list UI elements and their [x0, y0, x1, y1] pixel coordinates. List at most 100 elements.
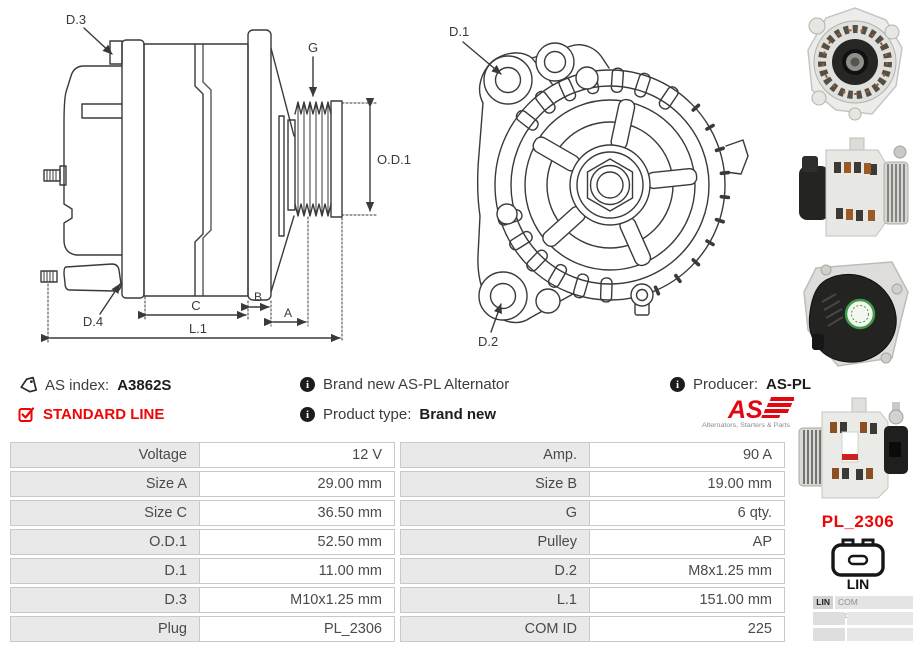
- spec-label: G: [400, 500, 590, 526]
- product-description: Brand new AS-PL Alternator: [323, 376, 510, 393]
- com-row-label: LIN: [813, 596, 833, 609]
- dim-label-d3: D.3: [66, 12, 86, 27]
- producer-label: Producer:: [693, 376, 759, 393]
- table-row: Plug PL_2306: [10, 616, 395, 642]
- product-photo-side-right: [799, 137, 909, 237]
- spec-label: O.D.1: [10, 529, 200, 555]
- spec-label: D.2: [400, 558, 590, 584]
- product-type-label: Product type:: [323, 406, 412, 423]
- plug-type-label: LIN: [846, 576, 870, 592]
- rear-flange: [121, 39, 145, 299]
- shaft: [270, 47, 295, 293]
- d3-stud: [109, 40, 123, 65]
- product-photo-side-left: [798, 397, 908, 499]
- description-row: i Brand new AS-PL Alternator: [300, 376, 509, 393]
- com-row-label: [813, 612, 845, 625]
- com-row-value: [847, 628, 913, 641]
- spec-value: 12 V: [200, 442, 395, 468]
- dim-label-b: B: [254, 290, 262, 304]
- spec-label: Amp.: [400, 442, 590, 468]
- com-row: LIN COM Communication: [813, 596, 913, 620]
- as-index-label: AS index:: [45, 377, 110, 394]
- side-view-diagram: G O.D.1 C B A L.1 D.3 D.4: [40, 12, 411, 343]
- spec-label: Plug: [10, 616, 200, 642]
- spec-label: Pulley: [400, 529, 590, 555]
- producer-value: AS-PL: [766, 376, 812, 393]
- as-pl-logo-caption: Alternators, Starters & Parts: [702, 422, 790, 429]
- table-row: D.1 11.00 mm: [10, 558, 395, 584]
- com-row-value: COM Communication: [835, 596, 913, 620]
- spec-label: Size A: [10, 471, 200, 497]
- dim-label-g: G: [308, 40, 318, 55]
- product-photo-front: [807, 7, 903, 121]
- spec-label: Size B: [400, 471, 590, 497]
- dim-label-d4: D.4: [83, 314, 103, 329]
- front-bracket: [247, 29, 272, 301]
- spec-value: 52.50 mm: [200, 529, 395, 555]
- table-row: Size C 36.50 mm: [10, 500, 395, 526]
- com-row-label: [813, 628, 845, 641]
- com-row-empty: [813, 612, 913, 625]
- com-row-value: [847, 612, 913, 625]
- dim-bottom: C B A L.1: [40, 216, 343, 343]
- table-row: Size A 29.00 mm: [10, 471, 395, 497]
- dim-od1: O.D.1: [341, 97, 411, 216]
- table-row: D.2 M8x1.25 mm: [400, 558, 785, 584]
- spec-label: COM ID: [400, 616, 590, 642]
- front-view-diagram: D.1 D.2: [449, 24, 749, 349]
- pulley-face: [524, 98, 698, 271]
- as-index-row: AS index: A3862S: [18, 376, 171, 395]
- spec-value: PL_2306: [200, 616, 395, 642]
- spec-label: D.1: [10, 558, 200, 584]
- dim-label-a: A: [284, 306, 292, 320]
- spec-table-right: Amp. 90 A Size B 19.00 mm G 6 qty. Pulle…: [400, 442, 785, 642]
- rear-cover-outline: [63, 65, 123, 256]
- table-row: Pulley AP: [400, 529, 785, 555]
- spec-label: D.3: [10, 587, 200, 613]
- body-outline: [143, 43, 249, 297]
- rim-teeth: [653, 103, 731, 296]
- spec-value: 29.00 mm: [200, 471, 395, 497]
- spec-value: 11.00 mm: [200, 558, 395, 584]
- spec-value: 90 A: [590, 442, 785, 468]
- dim-label-l1: L.1: [189, 321, 207, 336]
- standard-line-row: STANDARD LINE: [18, 406, 164, 423]
- spec-value: AP: [590, 529, 785, 555]
- as-pl-logo-text: AS: [727, 396, 763, 424]
- checkbox-checked-icon: [18, 407, 35, 422]
- dim-label-od1: O.D.1: [377, 152, 411, 167]
- spec-value: 225: [590, 616, 785, 642]
- table-row: Voltage 12 V: [10, 442, 395, 468]
- housing-inner-ring: [510, 85, 710, 285]
- spec-value: M10x1.25 mm: [200, 587, 395, 613]
- plug-name: PL_2306: [821, 512, 895, 531]
- dim-label-d2: D.2: [478, 334, 498, 349]
- product-photos: [796, 2, 914, 512]
- info-icon: i: [300, 377, 315, 392]
- table-row: D.3 M10x1.25 mm: [10, 587, 395, 613]
- as-pl-logo: AS Alternators, Starters & Parts: [702, 396, 794, 429]
- spec-label: L.1: [400, 587, 590, 613]
- pulley: [287, 100, 343, 218]
- terminal-stud-lower: [40, 270, 58, 283]
- product-type-row: i Product type: Brand new: [300, 406, 496, 423]
- spec-table-left: Voltage 12 V Size A 29.00 mm Size C 36.5…: [10, 442, 395, 642]
- com-row-empty: [813, 628, 913, 641]
- com-table: LIN COM Communication: [813, 596, 913, 641]
- table-row: COM ID 225: [400, 616, 785, 642]
- producer-row: i Producer: AS-PL: [670, 376, 811, 393]
- spec-value: 6 qty.: [590, 500, 785, 526]
- spec-value: 151.00 mm: [590, 587, 785, 613]
- table-row: Size B 19.00 mm: [400, 471, 785, 497]
- product-type-value: Brand new: [419, 406, 497, 423]
- spec-value: 19.00 mm: [590, 471, 785, 497]
- spec-value: 36.50 mm: [200, 500, 395, 526]
- table-row: G 6 qty.: [400, 500, 785, 526]
- dim-label-c: C: [191, 298, 200, 313]
- table-row: L.1 151.00 mm: [400, 587, 785, 613]
- d4-clamp: [63, 263, 122, 292]
- terminal-stud-upper: [43, 165, 67, 186]
- spec-label: Voltage: [10, 442, 200, 468]
- table-row: Amp. 90 A: [400, 442, 785, 468]
- info-icon: i: [300, 407, 315, 422]
